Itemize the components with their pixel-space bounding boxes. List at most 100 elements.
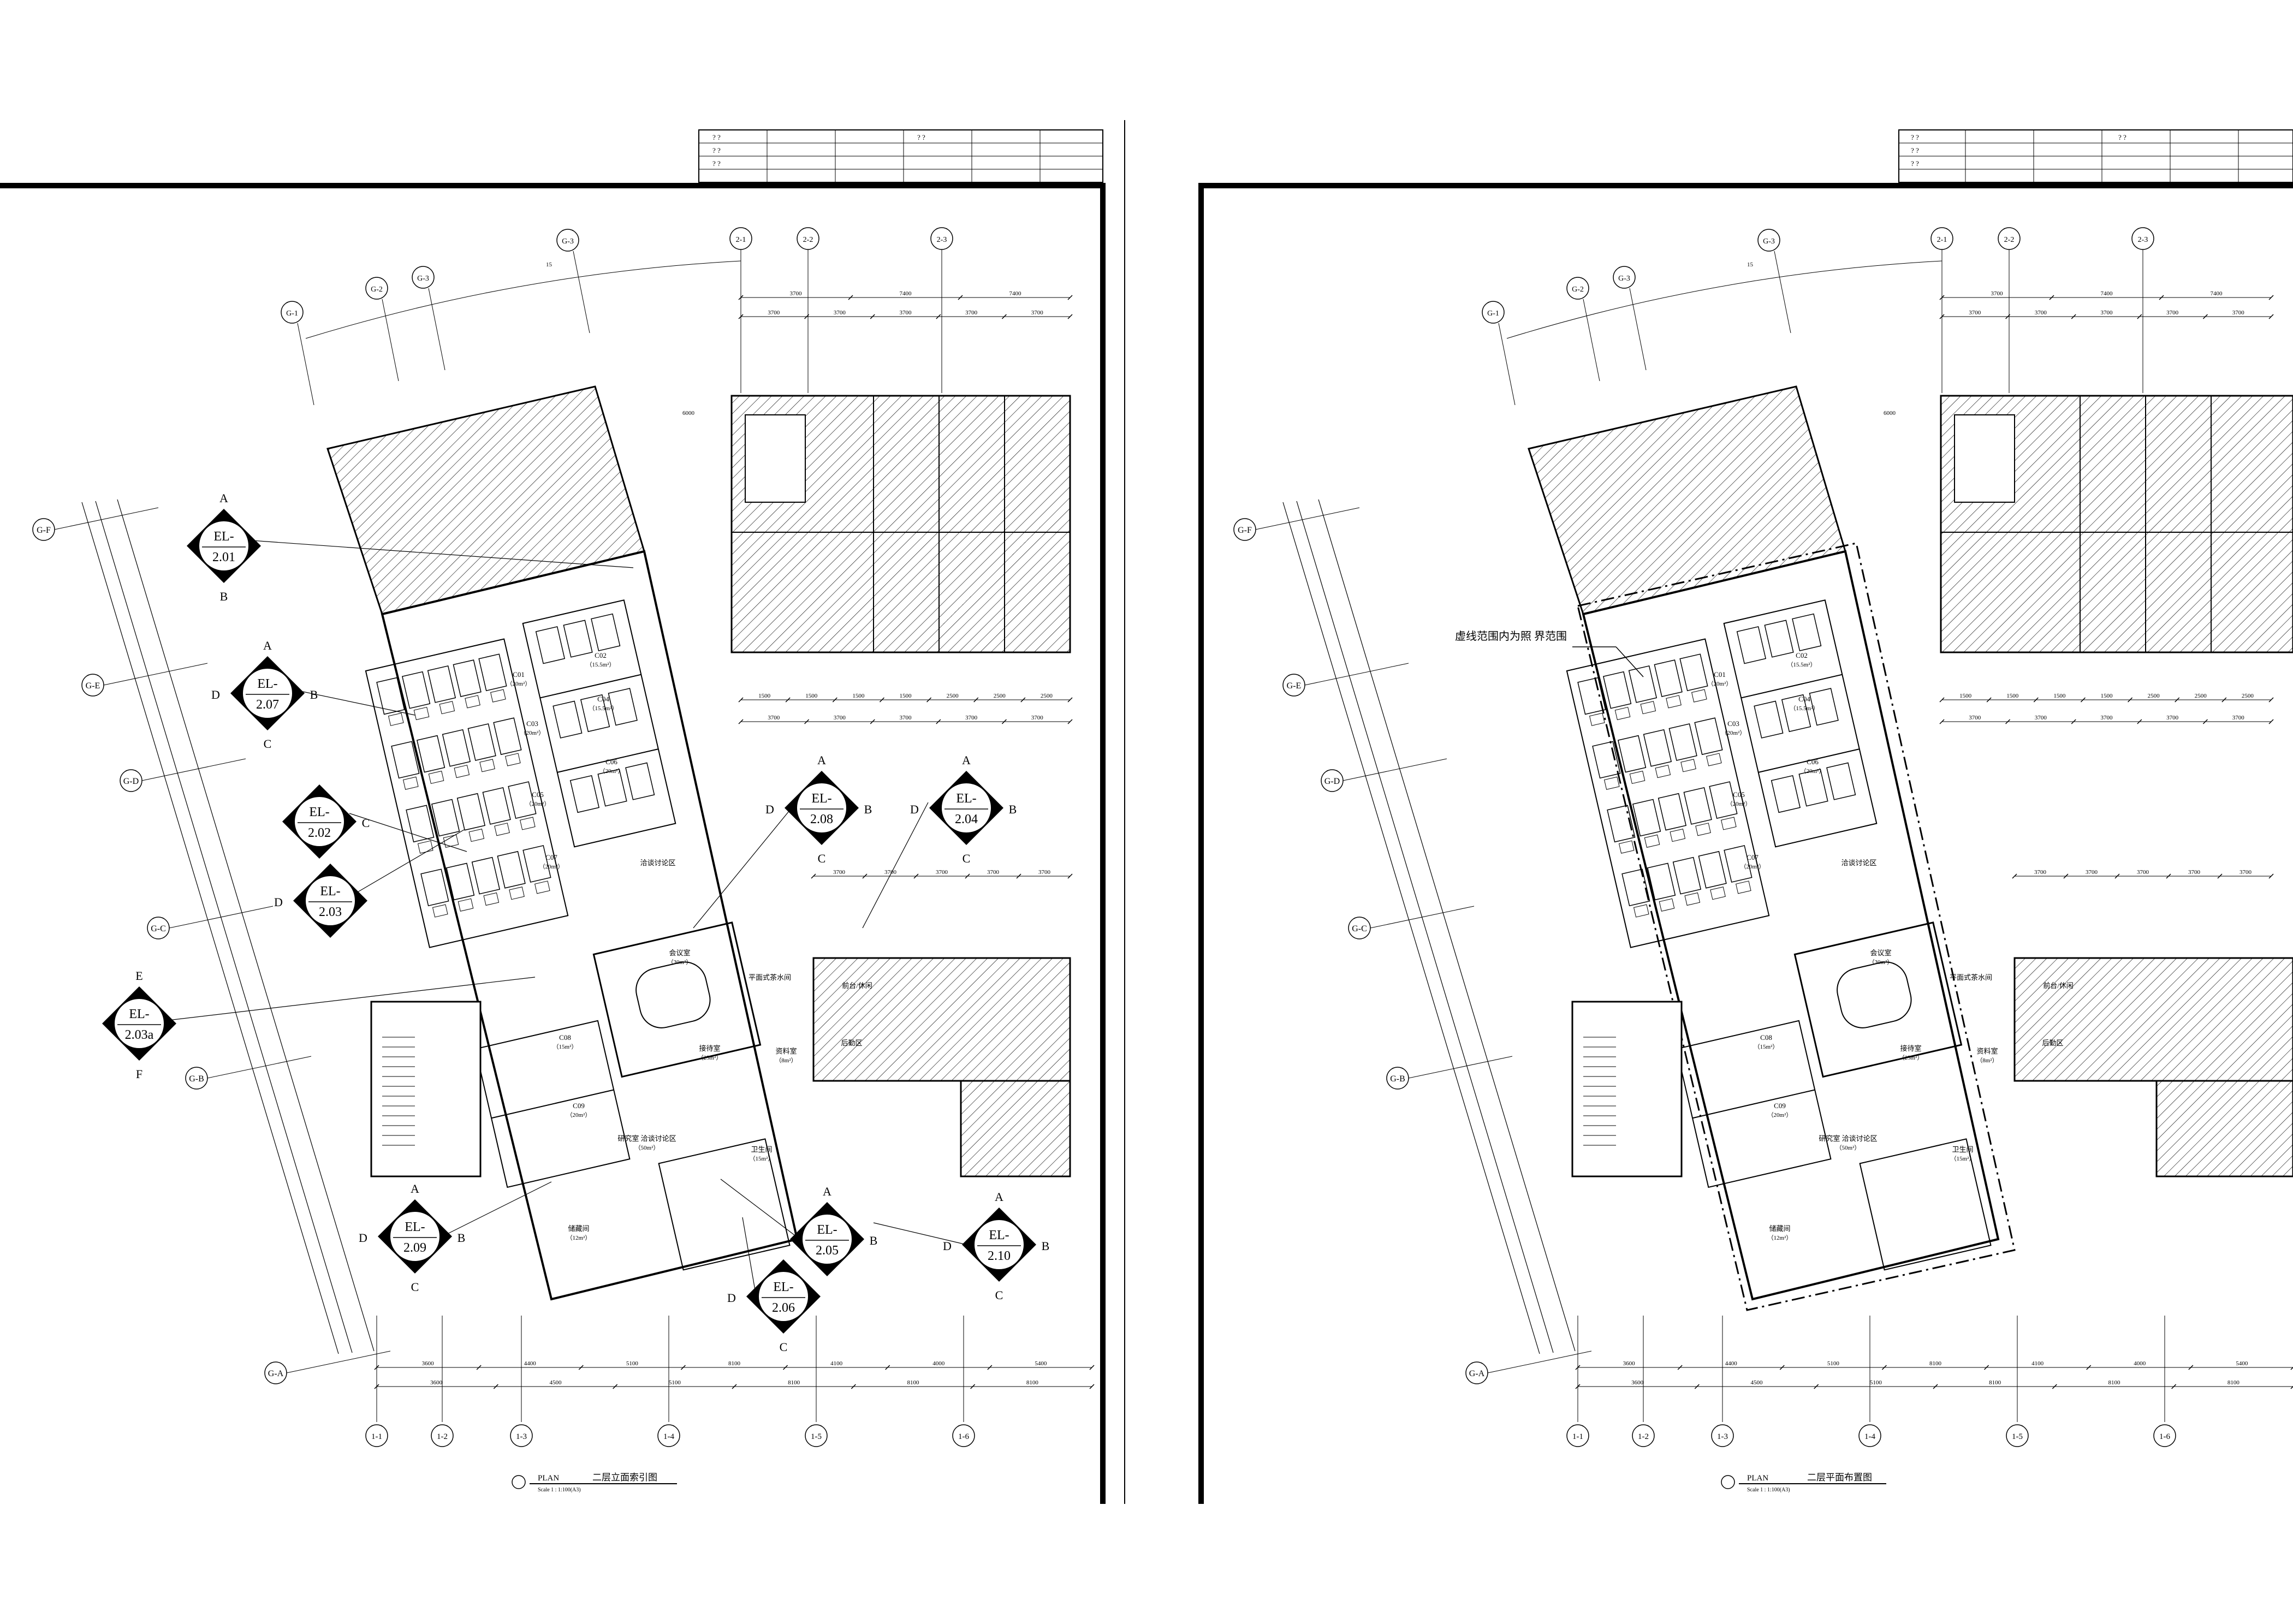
dimension-tick (987, 1365, 993, 1370)
callout-direction: B (870, 1234, 878, 1247)
chair (1644, 834, 1660, 848)
office-desk (553, 700, 583, 739)
grid-bubble (412, 266, 435, 289)
room-label: 后勤区 (841, 1039, 862, 1047)
room-label: C09 (1774, 1102, 1786, 1110)
workstation-desk (1607, 805, 1636, 843)
dimension-tick (965, 873, 970, 879)
room-label: C05 (532, 790, 544, 799)
title-block: ? ? ? ? ? ? ? ? (698, 129, 1103, 183)
chair (1695, 823, 1711, 836)
dimension-tick (2268, 697, 2274, 703)
callout-direction: C (264, 737, 272, 751)
dimension-tick (1067, 295, 1073, 300)
dimension-tick (2063, 873, 2069, 879)
callout-direction: A (219, 491, 228, 505)
grid-line (1498, 323, 1516, 406)
grid-label: 1-2 (1638, 1432, 1649, 1441)
chair (417, 840, 433, 854)
workstation-desk (1654, 659, 1683, 697)
grid-label: 1-6 (958, 1432, 969, 1441)
grid-line (1629, 288, 1647, 371)
room-label: C02 (595, 651, 607, 659)
grid-label: G-3 (1763, 237, 1775, 246)
workstation-desk (1617, 735, 1647, 773)
room-labels-left: C02（15.5m²）C04（15.5m²）C06（20m²）C01（20m²）… (507, 651, 872, 1241)
dimension-value: 7400 (1009, 290, 1022, 297)
dimension-tick (936, 314, 941, 319)
chair (1589, 712, 1605, 726)
dimension-tick (2202, 719, 2208, 724)
workstation-desk (453, 659, 482, 697)
dimension-value: 7400 (2211, 290, 2223, 297)
dimension-value: 3700 (1991, 290, 2004, 297)
dimension-value: 4000 (932, 1360, 945, 1367)
caption-scale: Scale 1 : 1:100(A3) (1747, 1487, 1790, 1493)
grid-line (103, 663, 208, 686)
callout-label: EL- (956, 792, 976, 806)
office-desk (1771, 775, 1801, 813)
dimension-value: 3700 (2166, 310, 2179, 316)
chair (468, 829, 485, 842)
chair (494, 823, 510, 836)
grid-label: G-3 (562, 237, 574, 246)
grid-bubble (1233, 518, 1256, 541)
grid-bubble (1566, 277, 1589, 300)
dimension-value: 1500 (900, 693, 912, 699)
dimension-tick (848, 295, 853, 300)
dimension-tick (2071, 314, 2076, 319)
grid-label: 1-6 (2159, 1432, 2170, 1441)
dimension-tick (783, 1365, 788, 1370)
callout-label: EL- (405, 1220, 425, 1234)
dimension-value: 3700 (2232, 310, 2245, 316)
room-label: C04 (597, 695, 609, 703)
dimension-tick (970, 1384, 976, 1389)
dimension-tick (926, 697, 932, 703)
workstation-desk (456, 793, 486, 831)
chair (1633, 904, 1649, 918)
dimension-tick (2049, 295, 2054, 300)
grid-label: 1-4 (663, 1432, 674, 1441)
callout-number: 2.06 (772, 1301, 795, 1315)
dimension-value: 3700 (833, 869, 846, 876)
grid-line (1304, 663, 1409, 686)
workstation-desk (1658, 793, 1687, 831)
dimension-tick (2268, 314, 2274, 319)
callout-number: 2.03a (125, 1028, 154, 1042)
grid-bubble (185, 1067, 208, 1090)
callout-direction: C (818, 852, 826, 865)
workstation-desk (1602, 671, 1632, 709)
dimension-tick (2166, 873, 2171, 879)
arc-dimension (305, 260, 741, 339)
workstation-desk (508, 781, 537, 819)
room-label: 洽谈讨论区 (1841, 859, 1876, 867)
grid-bubble (1632, 1424, 1655, 1447)
chair (1670, 829, 1686, 842)
grid-label: G-F (1238, 526, 1252, 535)
callout-circle (305, 875, 356, 926)
grid-line (1255, 507, 1360, 530)
dimension-tick (493, 1384, 498, 1389)
dimension-value: 3700 (900, 715, 912, 721)
chair (1706, 753, 1722, 766)
dimension-tick (1575, 1384, 1581, 1389)
dimension-value: 7400 (900, 290, 912, 297)
room-area: （20m²） (526, 800, 550, 807)
dimension-value: 3700 (2232, 715, 2245, 721)
dimension-tick (2268, 719, 2274, 724)
sheet-frame (1198, 183, 2293, 1504)
workstation-desk (482, 787, 511, 825)
dimension-tick (1575, 1365, 1581, 1370)
guide-line (1318, 499, 1576, 1352)
workstation-desk (376, 677, 405, 715)
callout-direction: B (310, 688, 318, 701)
arc-dimension (1506, 260, 1942, 339)
dimension-tick (1089, 1384, 1095, 1389)
office-desk (625, 762, 655, 800)
room-area: （15.5m²） (589, 705, 617, 712)
chair (479, 759, 495, 772)
grid-line (1342, 758, 1447, 781)
room-area: （50m²） (635, 1144, 660, 1151)
dimension-tick (785, 697, 791, 703)
